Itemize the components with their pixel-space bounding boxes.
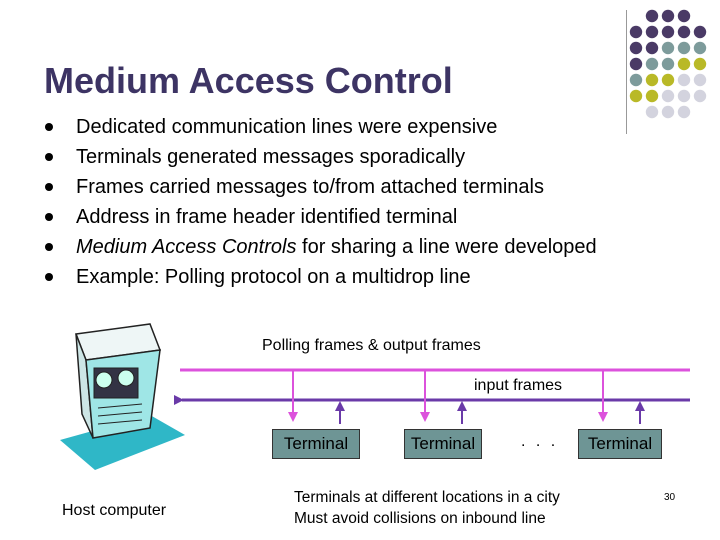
- decorative-dot: [645, 73, 659, 87]
- decorative-dot: [645, 25, 659, 39]
- title-divider-line: [626, 10, 627, 134]
- decorative-dot: [629, 25, 643, 39]
- decorative-dot: [629, 57, 643, 71]
- bullet-list: Dedicated communication lines were expen…: [44, 112, 684, 292]
- decorative-dot: [677, 25, 691, 39]
- terminal-box: Terminal: [578, 429, 662, 459]
- bullet-text: Terminals generated messages sporadicall…: [76, 146, 466, 168]
- diagram-lines: [60, 323, 690, 470]
- decorative-dot: [677, 9, 691, 23]
- decorative-dot: [693, 57, 707, 71]
- bullet-icon: [45, 153, 53, 161]
- decorative-dot: [645, 89, 659, 103]
- multidrop-diagram: Polling frames & output frames input fra…: [0, 320, 720, 540]
- decorative-dot: [661, 25, 675, 39]
- decorative-dot: [693, 73, 707, 87]
- decorative-dot: [693, 25, 707, 39]
- caption-line-2: Must avoid collisions on inbound line: [294, 510, 546, 527]
- decorative-dot: [661, 73, 675, 87]
- decorative-dot: [661, 9, 675, 23]
- bullet-text: Dedicated communication lines were expen…: [76, 116, 498, 138]
- bullet-item: Terminals generated messages sporadicall…: [44, 142, 684, 172]
- bullet-icon: [45, 123, 53, 131]
- bullet-icon: [45, 273, 53, 281]
- decorative-dot: [693, 89, 707, 103]
- bullet-icon: [45, 213, 53, 221]
- bullet-item: Dedicated communication lines were expen…: [44, 112, 684, 142]
- caption-line-1: Terminals at different locations in a ci…: [294, 489, 560, 506]
- decorative-dot: [645, 9, 659, 23]
- decorative-dot: [629, 41, 643, 55]
- bullet-emphasis: Medium Access Controls: [76, 236, 297, 258]
- terminal-box: Terminal: [404, 429, 482, 459]
- decorative-dot: [645, 41, 659, 55]
- decorative-dot: [677, 41, 691, 55]
- slide-title: Medium Access Control: [44, 60, 453, 101]
- page-number: 30: [664, 492, 676, 503]
- decorative-dot: [661, 89, 675, 103]
- bullet-text: Address in frame header identified termi…: [76, 206, 458, 228]
- host-computer-label: Host computer: [62, 502, 167, 519]
- decorative-dot: [661, 41, 675, 55]
- inbound-label: input frames: [474, 377, 563, 394]
- decorative-dot: [629, 73, 643, 87]
- bullet-icon: [45, 243, 53, 251]
- bullet-text: for sharing a line were developed: [296, 236, 597, 258]
- bullet-text: Frames carried messages to/from attached…: [76, 176, 544, 198]
- decorative-dot: [645, 57, 659, 71]
- bullet-item: Address in frame header identified termi…: [44, 202, 684, 232]
- decorative-dot: [677, 73, 691, 87]
- decorative-dot: [629, 89, 643, 103]
- bullet-text: Example: Polling protocol on a multidrop…: [76, 266, 471, 288]
- terminal-box: Terminal: [272, 429, 360, 459]
- decorative-dot: [661, 57, 675, 71]
- outbound-label: Polling frames & output frames: [262, 337, 481, 354]
- bullet-icon: [45, 183, 53, 191]
- ellipsis-label: . . .: [521, 433, 559, 450]
- bullet-item: Frames carried messages to/from attached…: [44, 172, 684, 202]
- decorative-dot: [693, 41, 707, 55]
- host-computer-icon: [60, 323, 185, 470]
- decorative-dot: [677, 89, 691, 103]
- bullet-item: Medium Access Controls for sharing a lin…: [44, 232, 684, 262]
- bullet-item: Example: Polling protocol on a multidrop…: [44, 262, 684, 292]
- decorative-dot: [677, 57, 691, 71]
